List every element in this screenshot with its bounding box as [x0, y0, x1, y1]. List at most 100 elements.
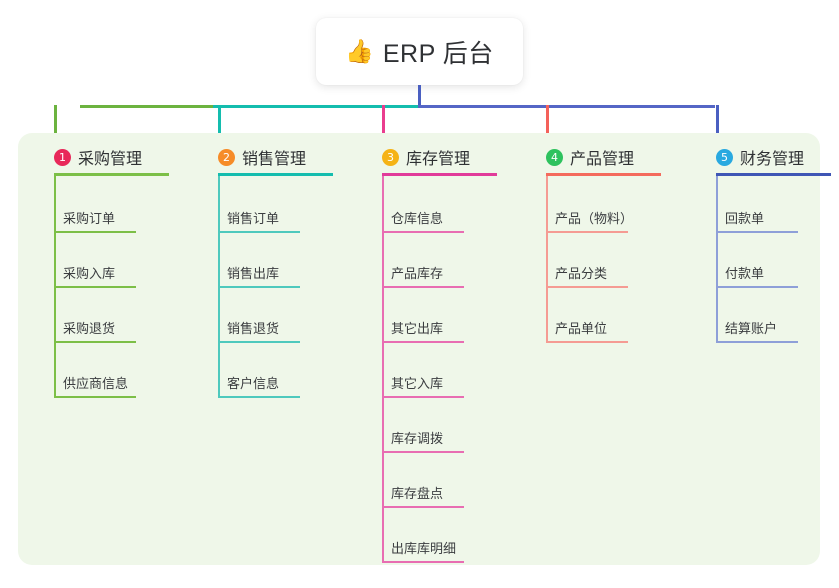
leaf-item[interactable]: 供应商信息: [54, 368, 136, 398]
leaf-item[interactable]: 回款单: [716, 203, 798, 233]
column-number-badge: 4: [546, 148, 563, 166]
leaf-item-underline: [54, 341, 136, 343]
leaf-tick-line: [716, 258, 718, 288]
leaf-tick-line: [382, 203, 384, 233]
leaf-item-underline: [218, 341, 300, 343]
leaf-item[interactable]: 销售出库: [218, 258, 300, 288]
leaf-item-underline: [382, 506, 464, 508]
leaf-tick-line: [382, 313, 384, 343]
leaf-item-underline: [546, 341, 628, 343]
leaf-item-underline: [382, 451, 464, 453]
column-title: 销售管理: [242, 151, 307, 168]
leaf-item-label: 客户信息: [227, 376, 280, 391]
leaf-tick-line: [382, 478, 384, 508]
branch-drop-2: [218, 105, 221, 136]
leaf-tick-line: [716, 313, 718, 343]
bus-segment-1: [80, 105, 213, 108]
leaf-item[interactable]: 仓库信息: [382, 203, 464, 233]
leaf-item-label: 其它入库: [391, 376, 444, 391]
column-header-underline: [382, 173, 497, 176]
leaf-item[interactable]: 产品库存: [382, 258, 464, 288]
leaf-item-label: 产品库存: [391, 266, 444, 281]
leaf-item-label: 采购入库: [63, 266, 116, 281]
leaf-item-label: 库存调拨: [391, 431, 444, 446]
leaf-tick-line: [54, 203, 56, 233]
leaf-item-label: 产品分类: [555, 266, 608, 281]
column-number-badge: 1: [54, 148, 71, 166]
column-header-underline: [716, 173, 831, 176]
leaf-item[interactable]: 库存调拨: [382, 423, 464, 453]
leaf-item[interactable]: 结算账户: [716, 313, 798, 343]
leaf-item-label: 产品（物料）: [555, 211, 634, 226]
bus-segment-3: [418, 105, 715, 108]
leaf-item-label: 出库库明细: [391, 541, 457, 556]
leaf-tick-line: [546, 203, 548, 233]
branch-drop-1: [54, 105, 57, 136]
column-number-badge: 5: [716, 148, 733, 166]
column-title: 库存管理: [406, 151, 471, 168]
leaf-tick-line: [716, 203, 718, 233]
leaf-item[interactable]: 销售退货: [218, 313, 300, 343]
leaf-item[interactable]: 客户信息: [218, 368, 300, 398]
leaf-item-underline: [382, 231, 464, 233]
leaf-item-label: 其它出库: [391, 321, 444, 336]
leaf-item[interactable]: 其它入库: [382, 368, 464, 398]
leaf-item[interactable]: 产品（物料）: [546, 203, 633, 233]
column-header-4[interactable]: 4 产品管理: [546, 145, 634, 169]
leaf-item[interactable]: 采购退货: [54, 313, 136, 343]
column-number-badge: 3: [382, 148, 399, 166]
leaf-item-label: 库存盘点: [391, 486, 444, 501]
column-header-underline: [54, 173, 169, 176]
column-title: 产品管理: [570, 151, 635, 168]
leaf-tick-line: [382, 533, 384, 563]
leaf-tick-line: [54, 313, 56, 343]
leaf-tick-line: [382, 423, 384, 453]
branch-drop-3: [382, 105, 385, 136]
leaf-item-underline: [382, 561, 464, 563]
leaf-item-label: 销售订单: [227, 211, 280, 226]
bus-segment-2: [213, 105, 418, 108]
root-node-card[interactable]: 👍 ERP 后台: [316, 18, 523, 85]
leaf-item[interactable]: 其它出库: [382, 313, 464, 343]
leaf-item[interactable]: 库存盘点: [382, 478, 464, 508]
leaf-tick-line: [54, 258, 56, 288]
leaf-item-underline: [716, 231, 798, 233]
leaf-item-label: 回款单: [725, 211, 765, 226]
leaf-item[interactable]: 出库库明细: [382, 533, 464, 563]
branch-drop-4: [546, 105, 549, 136]
leaf-item[interactable]: 付款单: [716, 258, 798, 288]
column-header-3[interactable]: 3 库存管理: [382, 145, 470, 169]
leaf-item-label: 付款单: [725, 266, 765, 281]
leaf-tick-line: [546, 313, 548, 343]
leaf-item-underline: [716, 286, 798, 288]
leaf-item[interactable]: 产品分类: [546, 258, 628, 288]
leaf-item-underline: [218, 231, 300, 233]
leaf-item[interactable]: 采购入库: [54, 258, 136, 288]
column-header-underline: [218, 173, 333, 176]
leaf-item-label: 产品单位: [555, 321, 608, 336]
leaf-item-underline: [382, 341, 464, 343]
leaf-item[interactable]: 采购订单: [54, 203, 136, 233]
leaf-tick-line: [546, 258, 548, 288]
leaf-item-underline: [546, 286, 628, 288]
leaf-item-underline: [382, 396, 464, 398]
leaf-item-label: 采购订单: [63, 211, 116, 226]
leaf-item[interactable]: 销售订单: [218, 203, 300, 233]
leaf-item-label: 仓库信息: [391, 211, 444, 226]
leaf-item-label: 供应商信息: [63, 376, 129, 391]
leaf-item[interactable]: 产品单位: [546, 313, 628, 343]
leaf-item-label: 采购退货: [63, 321, 116, 336]
leaf-tick-line: [218, 203, 220, 233]
leaf-item-underline: [54, 286, 136, 288]
leaf-item-label: 销售出库: [227, 266, 280, 281]
leaf-item-underline: [54, 396, 136, 398]
branch-drop-5: [716, 105, 719, 136]
leaf-item-underline: [218, 286, 300, 288]
leaf-item-underline: [382, 286, 464, 288]
leaf-item-underline: [218, 396, 300, 398]
column-header-underline: [546, 173, 661, 176]
